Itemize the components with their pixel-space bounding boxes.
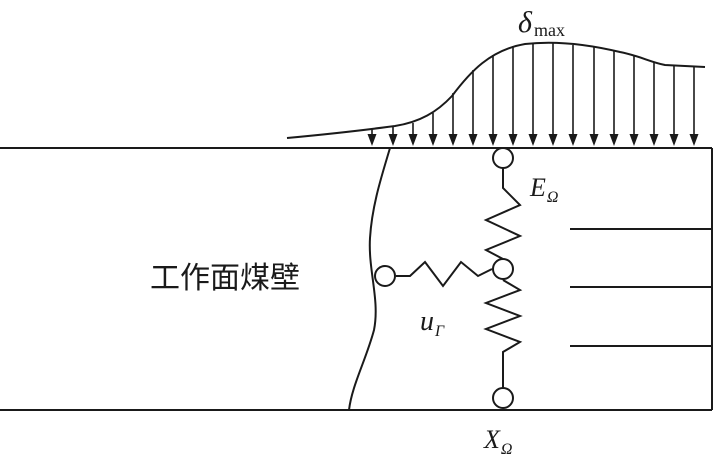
node-top (492, 147, 514, 169)
stress-arrow-head (367, 134, 377, 146)
stress-distribution-curve (286, 41, 706, 139)
coal-wall-label: 工作面煤壁 (150, 261, 300, 296)
stress-arrow-head (609, 134, 619, 146)
stress-arrow-head (408, 134, 418, 146)
coal-wall-boundary (348, 147, 391, 411)
stress-arrow-head (629, 134, 639, 146)
u-gamma-label: uΓ (420, 306, 445, 340)
stress-arrow-head (649, 134, 659, 146)
node-bottom (492, 387, 514, 409)
vertical-spring-lower (483, 279, 523, 388)
horizontal-spring (396, 260, 493, 288)
node-middle (492, 258, 514, 280)
stress-arrow-head (468, 134, 478, 146)
stress-arrow-head (528, 134, 538, 146)
stress-arrow-head (388, 134, 398, 146)
vertical-spring-upper (483, 168, 523, 260)
stress-arrow-head (448, 134, 458, 146)
stress-arrow-head (508, 134, 518, 146)
x-omega-label: XΩ (483, 425, 512, 458)
stress-arrow-head (689, 134, 699, 146)
stress-arrow-head (568, 134, 578, 146)
stress-arrows (367, 43, 699, 146)
e-omega-label: EΩ (529, 173, 558, 206)
stress-arrow-head (488, 134, 498, 146)
stress-arrow-head (548, 134, 558, 146)
stress-arrow-head (428, 134, 438, 146)
stress-arrow-head (589, 134, 599, 146)
stress-arrow-head (669, 134, 679, 146)
node-wall (374, 265, 396, 287)
